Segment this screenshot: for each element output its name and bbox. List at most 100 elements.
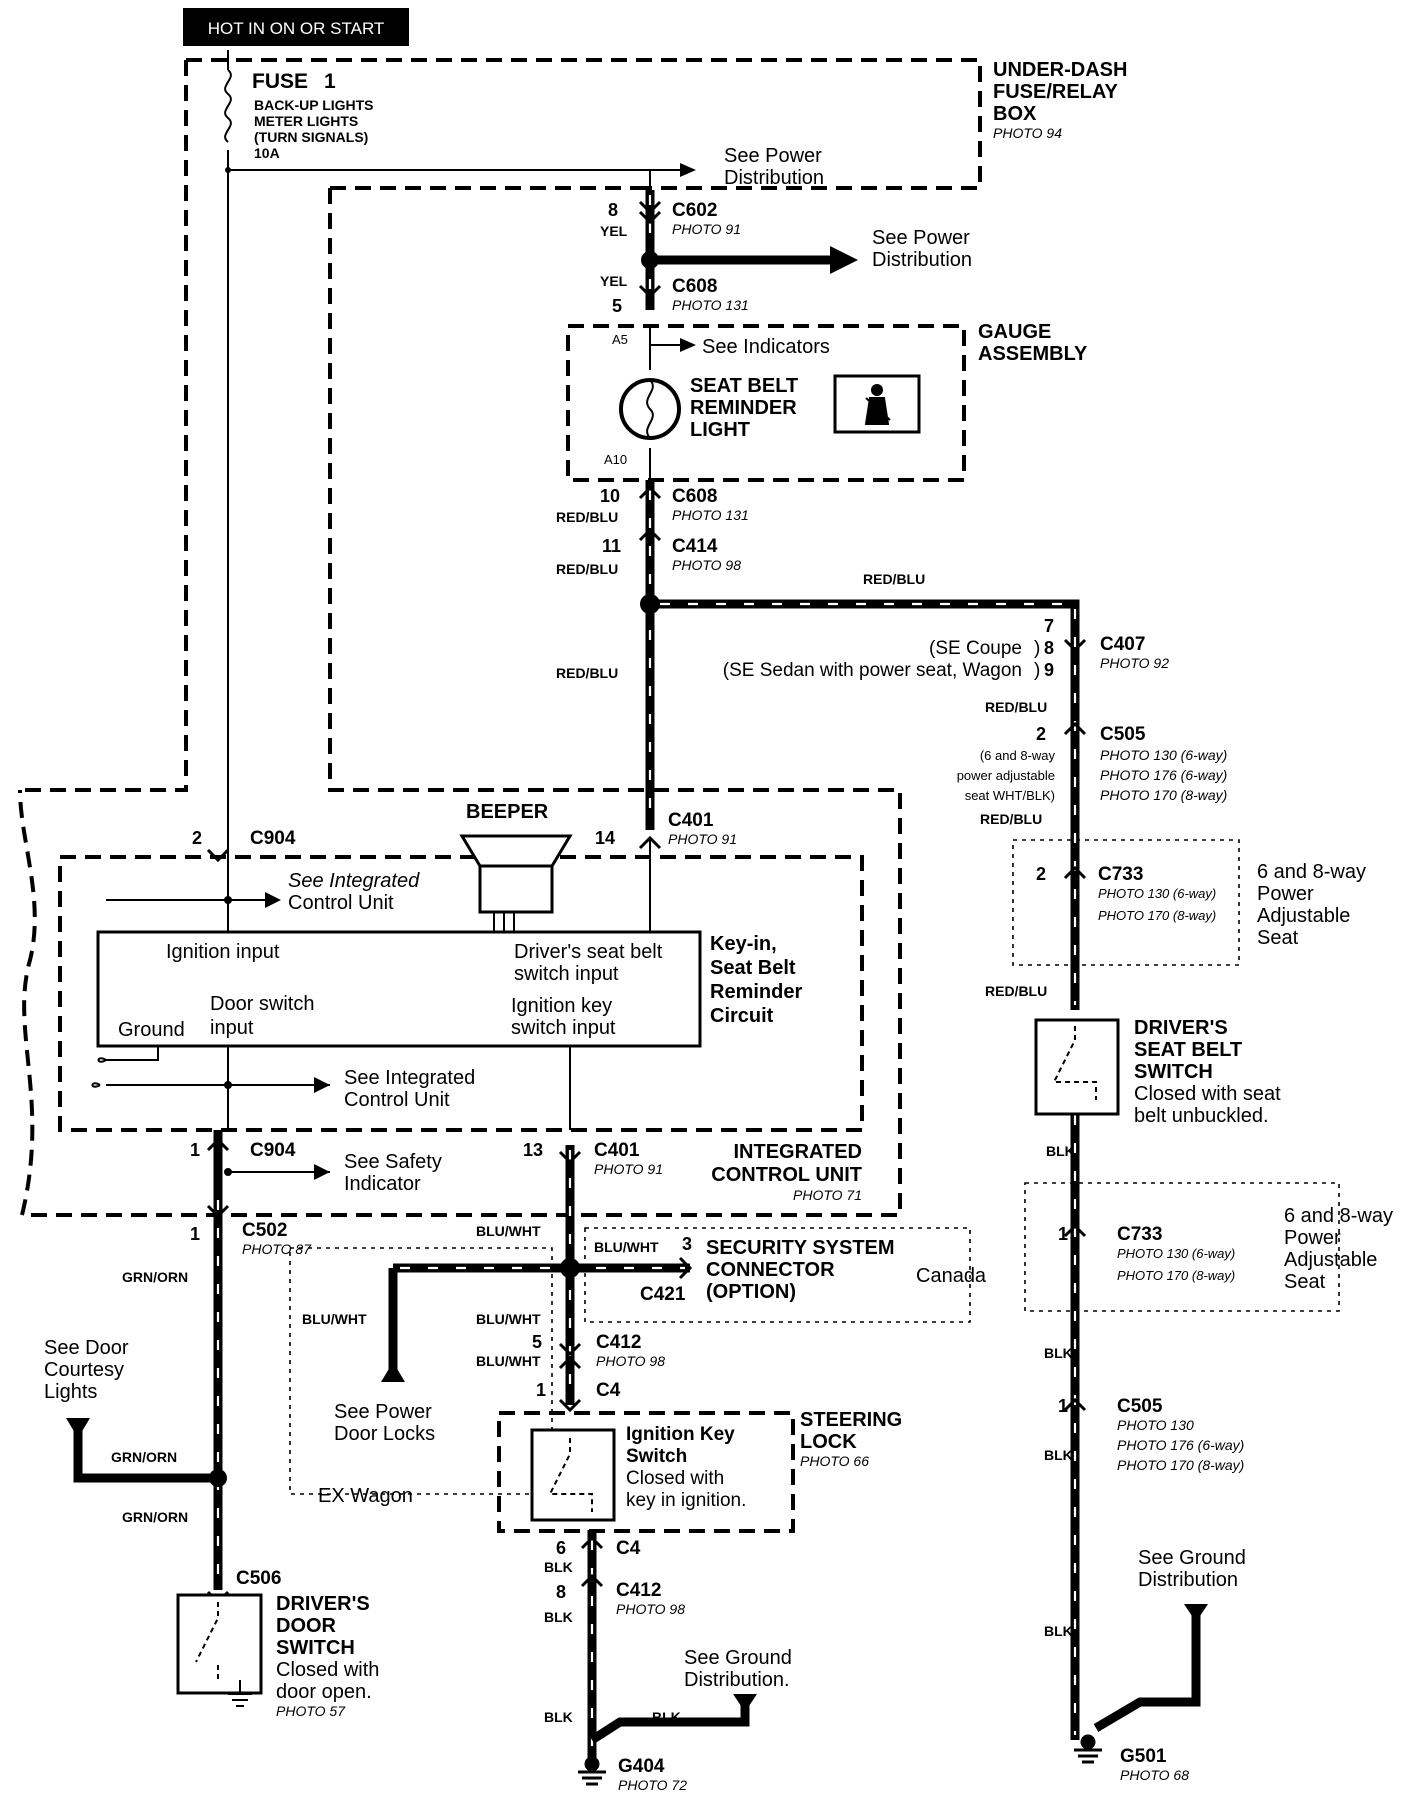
beeper-horn bbox=[459, 834, 573, 868]
ground2-arrow bbox=[1184, 1604, 1208, 1622]
c505a-name: C505 bbox=[1100, 724, 1146, 745]
c401b-pin: 13 bbox=[523, 1140, 543, 1160]
seat-note-b-2: Power bbox=[1284, 1227, 1341, 1249]
c733b-photo-1: PHOTO 130 (6-way) bbox=[1117, 1246, 1235, 1261]
power1-ref-2: Distribution bbox=[724, 167, 824, 189]
blu-wht-label-5: BLU/WHT bbox=[476, 1353, 541, 1369]
blk-c505-label: BLK bbox=[1044, 1447, 1073, 1463]
security-label-1: SECURITY SYSTEM bbox=[706, 1237, 895, 1259]
connector-marks bbox=[206, 200, 1087, 1605]
c407-close-c: ) bbox=[1034, 660, 1040, 681]
locks-ref-1: See Power bbox=[334, 1401, 432, 1423]
seatbelt-input-2: switch input bbox=[514, 963, 619, 985]
icu1-ref-1: See Integrated bbox=[288, 870, 420, 892]
light-label-2: REMINDER bbox=[690, 397, 797, 419]
seatbelt-icon-head bbox=[871, 384, 883, 396]
ground1-arrow bbox=[733, 1694, 757, 1712]
ground2-ref-2: Distribution bbox=[1138, 1569, 1238, 1591]
c421-pin: 3 bbox=[682, 1234, 692, 1254]
door-switch-label-5: door open. bbox=[276, 1681, 372, 1703]
c4a-pin: 1 bbox=[536, 1380, 546, 1400]
ign-switch-label-3: Closed with bbox=[626, 1468, 724, 1489]
c733a-pin: 2 bbox=[1036, 864, 1046, 884]
fuse-circuit-3: (TURN SIGNALS) bbox=[254, 129, 368, 145]
c506-name: C506 bbox=[236, 1568, 281, 1589]
icu-label-1: INTEGRATED bbox=[733, 1141, 862, 1163]
gauge-pin-bottom: A10 bbox=[604, 452, 627, 467]
blu-wht-label-2: BLU/WHT bbox=[594, 1239, 659, 1255]
ignition-key-switch bbox=[530, 1428, 616, 1522]
ign-switch-contact bbox=[548, 1438, 593, 1512]
c401a-photo: PHOTO 91 bbox=[668, 831, 737, 847]
steering-label-1: STEERING bbox=[800, 1409, 902, 1431]
c407-photo: PHOTO 92 bbox=[1100, 655, 1169, 671]
splice-safety bbox=[224, 1168, 232, 1176]
door-switch-label-1: DRIVER'S bbox=[276, 1593, 370, 1615]
fuse-element bbox=[224, 69, 232, 143]
safety-arrow bbox=[314, 1164, 330, 1180]
seatbelt-input-1: Driver's seat belt bbox=[514, 941, 663, 963]
circuit-name-4: Circuit bbox=[710, 1005, 774, 1027]
c733b-pin: 1 bbox=[1058, 1224, 1068, 1244]
courtesy-ref-1: See Door bbox=[44, 1337, 129, 1359]
key-input-2: switch input bbox=[511, 1017, 616, 1039]
c733b-name: C733 bbox=[1117, 1224, 1162, 1245]
gauge-pin-top: A5 bbox=[612, 332, 628, 347]
seat-c733b-outline bbox=[1024, 1182, 1340, 1312]
under-dash-box-inner bbox=[18, 188, 902, 1217]
power2-ref-2: Distribution bbox=[872, 249, 972, 271]
c904b-pin: 1 bbox=[190, 1140, 200, 1160]
ign-switch-label-4: key in ignition. bbox=[626, 1490, 746, 1511]
door-switch-label-2: DOOR bbox=[276, 1615, 337, 1637]
g501-name: G501 bbox=[1120, 1746, 1167, 1767]
icu1-arrow bbox=[265, 892, 281, 908]
fuse-box-label-1: UNDER-DASH bbox=[993, 59, 1127, 81]
locks-ref-2: Door Locks bbox=[334, 1423, 435, 1445]
blu-wht-label-3: BLU/WHT bbox=[302, 1311, 367, 1327]
light-label-1: SEAT BELT bbox=[690, 375, 798, 397]
icu2-arrow bbox=[314, 1077, 330, 1093]
c401b-name: C401 bbox=[594, 1140, 640, 1161]
indicators-ref: See Indicators bbox=[702, 336, 830, 358]
seat-note-a-1: 6 and 8-way bbox=[1257, 861, 1366, 883]
belt-switch-label-1: DRIVER'S bbox=[1134, 1017, 1228, 1039]
c608a-pin: 5 bbox=[612, 296, 622, 316]
c904a-name: C904 bbox=[250, 828, 296, 849]
blk-g404-label-1: BLK bbox=[544, 1709, 573, 1725]
beeper-wires bbox=[493, 912, 515, 932]
ground-wire bbox=[106, 1046, 159, 1061]
indicators-arrow bbox=[680, 338, 696, 352]
belt-switch-label-2: SEAT BELT bbox=[1134, 1039, 1242, 1061]
c733a-name: C733 bbox=[1098, 864, 1143, 885]
c412b-name: C412 bbox=[616, 1580, 661, 1601]
c502-pin: 1 bbox=[190, 1224, 200, 1244]
ground1-ref-1: See Ground bbox=[684, 1647, 792, 1669]
blu-wht-label-4: BLU/WHT bbox=[476, 1311, 541, 1327]
splice-fuse bbox=[225, 167, 231, 173]
courtesy-ref-3: Lights bbox=[44, 1381, 97, 1403]
blk-c733-label: BLK bbox=[1044, 1345, 1073, 1361]
fuse-box-photo: PHOTO 94 bbox=[993, 125, 1062, 141]
c733b-photo-2: PHOTO 170 (8-way) bbox=[1117, 1268, 1235, 1283]
courtesy-ref-2: Courtesy bbox=[44, 1359, 124, 1381]
c401b-photo: PHOTO 91 bbox=[594, 1161, 663, 1177]
c407-pin-a: 7 bbox=[1044, 616, 1054, 636]
c505b-photo-2: PHOTO 176 (6-way) bbox=[1117, 1437, 1244, 1453]
icu1-ref-2: Control Unit bbox=[288, 892, 394, 914]
icu2-ref-1: See Integrated bbox=[344, 1067, 475, 1089]
c401a-pin: 14 bbox=[595, 828, 615, 848]
seat-note-b-1: 6 and 8-way bbox=[1284, 1205, 1393, 1227]
c502-name: C502 bbox=[242, 1220, 287, 1241]
seat-c733a-outline bbox=[1012, 839, 1240, 966]
g404-name: G404 bbox=[618, 1756, 665, 1777]
red-blu-main-label: RED/BLU bbox=[556, 665, 618, 681]
circuit-name-1: Key-in, bbox=[710, 933, 777, 955]
c4b-name: C4 bbox=[616, 1538, 641, 1559]
c505a-note-1: (6 and 8-way bbox=[980, 748, 1056, 763]
c733a-photo-2: PHOTO 170 (8-way) bbox=[1098, 908, 1216, 923]
beeper-label: BEEPER bbox=[466, 801, 549, 823]
title-text: HOT IN ON OR START bbox=[208, 19, 385, 38]
c4a-name: C4 bbox=[596, 1380, 621, 1401]
c412a-photo: PHOTO 98 bbox=[596, 1353, 665, 1369]
under-dash-box-left bbox=[20, 60, 188, 792]
